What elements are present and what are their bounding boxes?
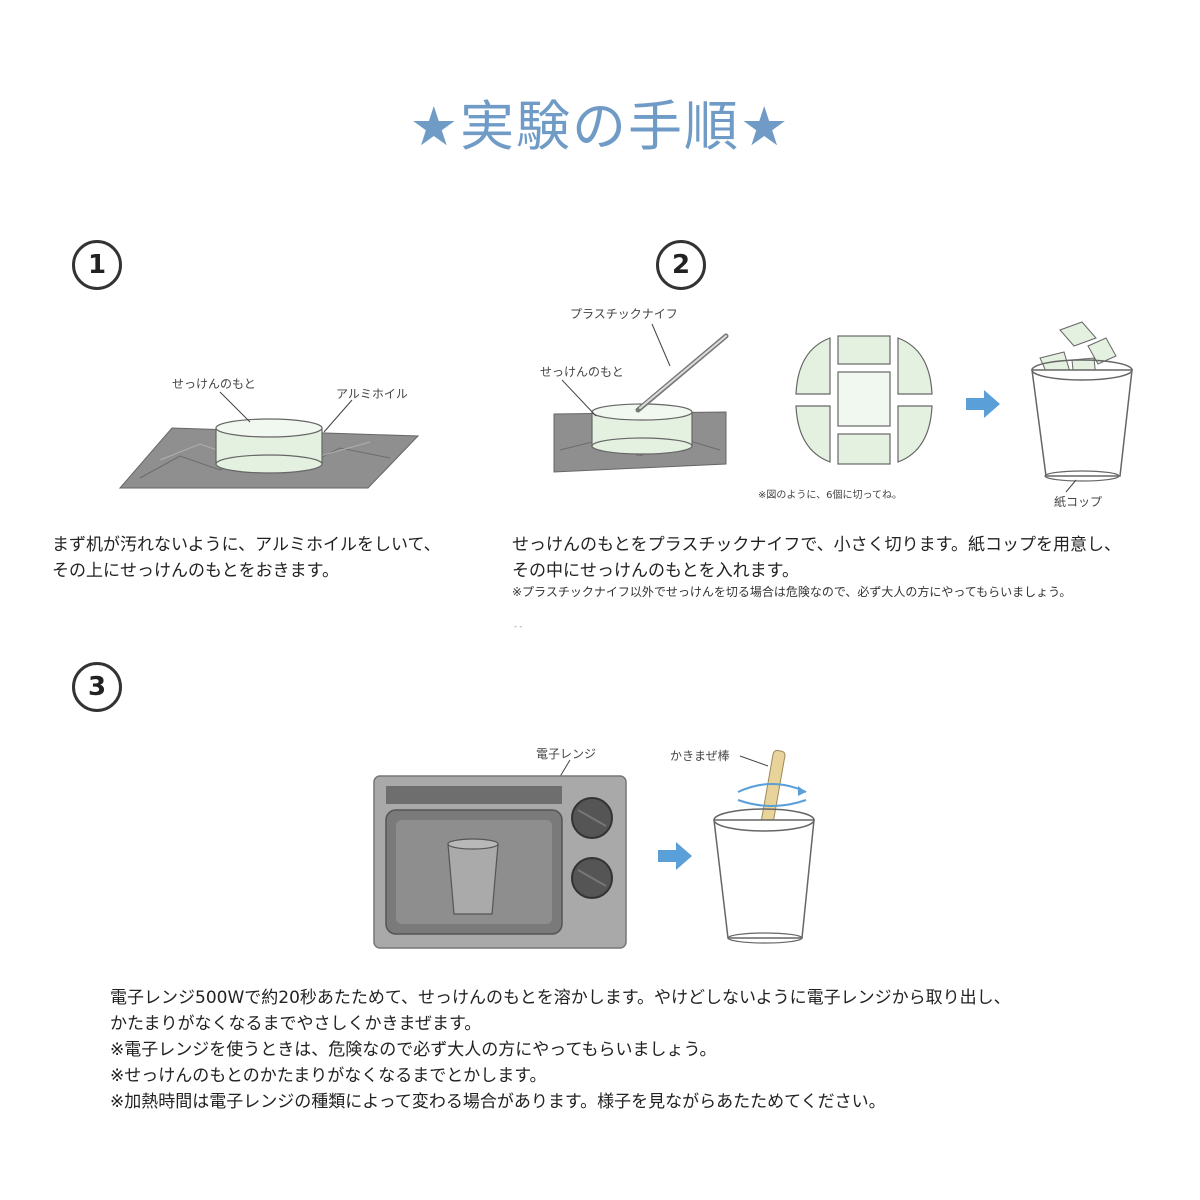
arrow-icon <box>966 390 1000 418</box>
step-1-illustration: せっけんのもと アルミホイル <box>118 377 420 489</box>
text-line: ※電子レンジを使うときは、危険なので必ず大人の方にやってもらいましょう。 <box>110 1040 717 1060</box>
knife-label: プラスチックナイフ <box>570 307 678 321</box>
step-2-number: 2 <box>656 240 706 290</box>
step-2-description: せっけんのもとをプラスチックナイフで、小さく切ります。紙コップを用意し、 その中… <box>512 532 1121 584</box>
text-line: かたまりがなくなるまでやさしくかきまぜます。 <box>110 1014 482 1034</box>
cup-in-microwave-icon <box>447 843 499 915</box>
text-line: せっけんのもとをプラスチックナイフで、小さく切ります。紙コップを用意し、 <box>512 535 1121 555</box>
step-2-pieces-illustration: ※図のように、6個に切ってね。 <box>758 335 933 501</box>
stir-stick-label: かきまぜ棒 <box>670 749 730 763</box>
text-line: ※加熱時間は電子レンジの種類によって変わる場合があります。様子を見ながらあたため… <box>110 1092 886 1112</box>
soap-base-label: せっけんのもと <box>172 377 256 391</box>
text-line: 電子レンジ500Wで約20秒あたためて、せっけんのもとを溶かします。やけどしない… <box>110 988 1011 1008</box>
cut-note-label: ※図のように、6個に切ってね。 <box>758 488 902 501</box>
text-line: その上にせっけんのもとをおきます。 <box>52 561 339 581</box>
soap-pieces <box>795 335 933 465</box>
foil-label: アルミホイル <box>336 387 408 401</box>
paper-cup-icon <box>1031 369 1133 477</box>
step-1-description: まず机が汚れないように、アルミホイルをしいて、 その上にせっけんのもとをおきます… <box>52 532 441 584</box>
microwave-illustration: 電子レンジ <box>373 747 627 949</box>
arrow-icon <box>658 842 692 870</box>
faint-mark: - - <box>514 622 523 631</box>
microwave-label: 電子レンジ <box>536 747 596 761</box>
step-3-description: 電子レンジ500Wで約20秒あたためて、せっけんのもとを溶かします。やけどしない… <box>110 985 1011 1115</box>
paper-cup-illustration: 紙コップ <box>1031 321 1133 509</box>
step-1-number: 1 <box>72 240 122 290</box>
text-line: その中にせっけんのもとを入れます。 <box>512 561 799 581</box>
step-2-note: ※プラスチックナイフ以外でせっけんを切る場合は危険なので、必ず大人の方にやっても… <box>512 585 1072 599</box>
soap-base-label: せっけんのもと <box>540 365 624 379</box>
text-line: まず机が汚れないように、アルミホイルをしいて、 <box>52 535 441 555</box>
step-2-cutting-illustration: プラスチックナイフ せっけんのもと <box>540 307 729 473</box>
paper-cup-icon <box>713 819 815 939</box>
paper-cup-label: 紙コップ <box>1054 494 1102 509</box>
step-3-number: 3 <box>72 662 122 712</box>
page-title: ★実験の手順★ <box>409 95 791 158</box>
text-line: ※せっけんのもとのかたまりがなくなるまでとかします。 <box>110 1066 547 1086</box>
stirring-cup-illustration: かきまぜ棒 <box>670 749 815 944</box>
